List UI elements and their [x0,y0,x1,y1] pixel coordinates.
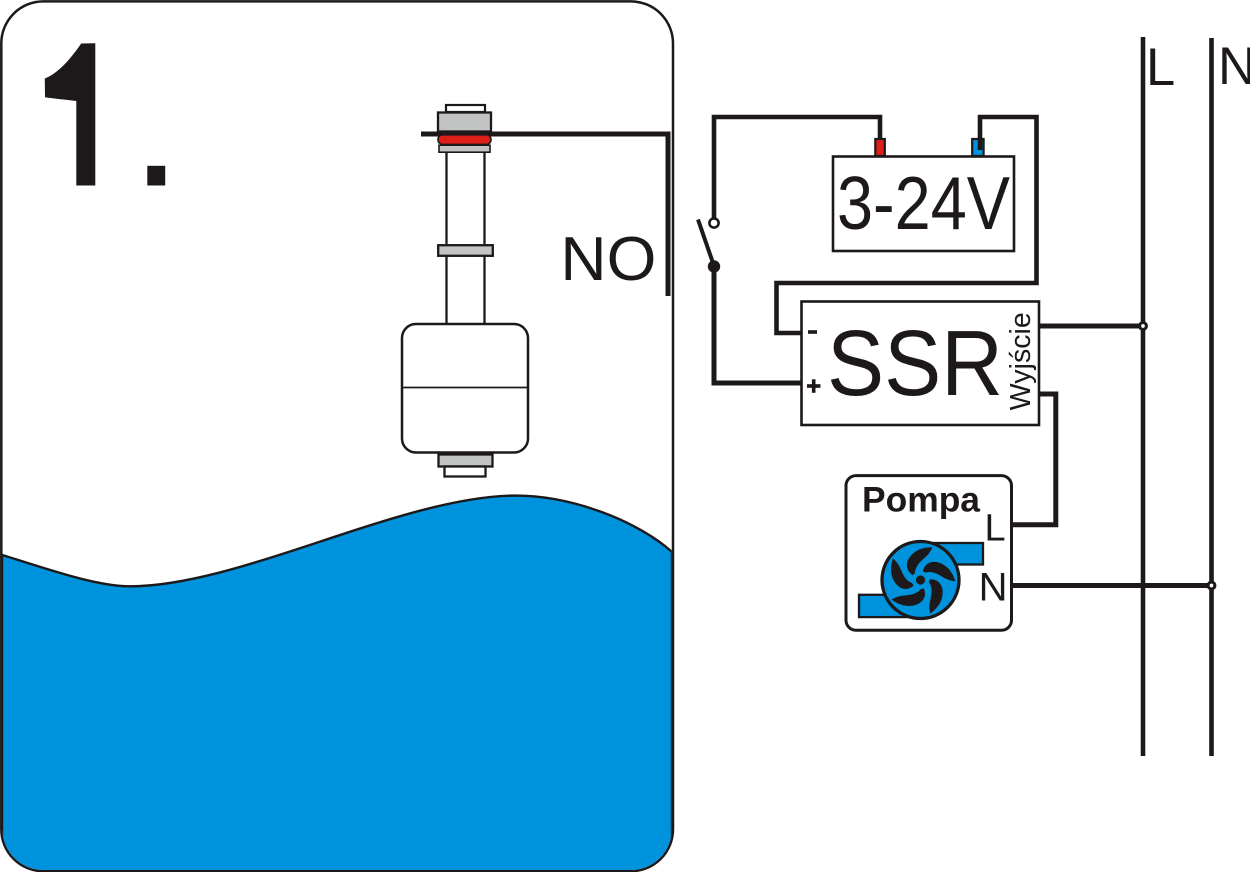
svg-text:N: N [979,565,1008,609]
svg-text:NO: NO [560,225,656,294]
svg-text:Pompa: Pompa [862,480,980,520]
svg-text:L: L [985,507,1006,549]
svg-text:Wyjście: Wyjście [1005,312,1037,410]
svg-text:L: L [1146,38,1175,97]
svg-text:N: N [1218,37,1250,96]
svg-text:3-24V: 3-24V [837,161,1010,245]
svg-text:SSR: SSR [827,311,1003,415]
